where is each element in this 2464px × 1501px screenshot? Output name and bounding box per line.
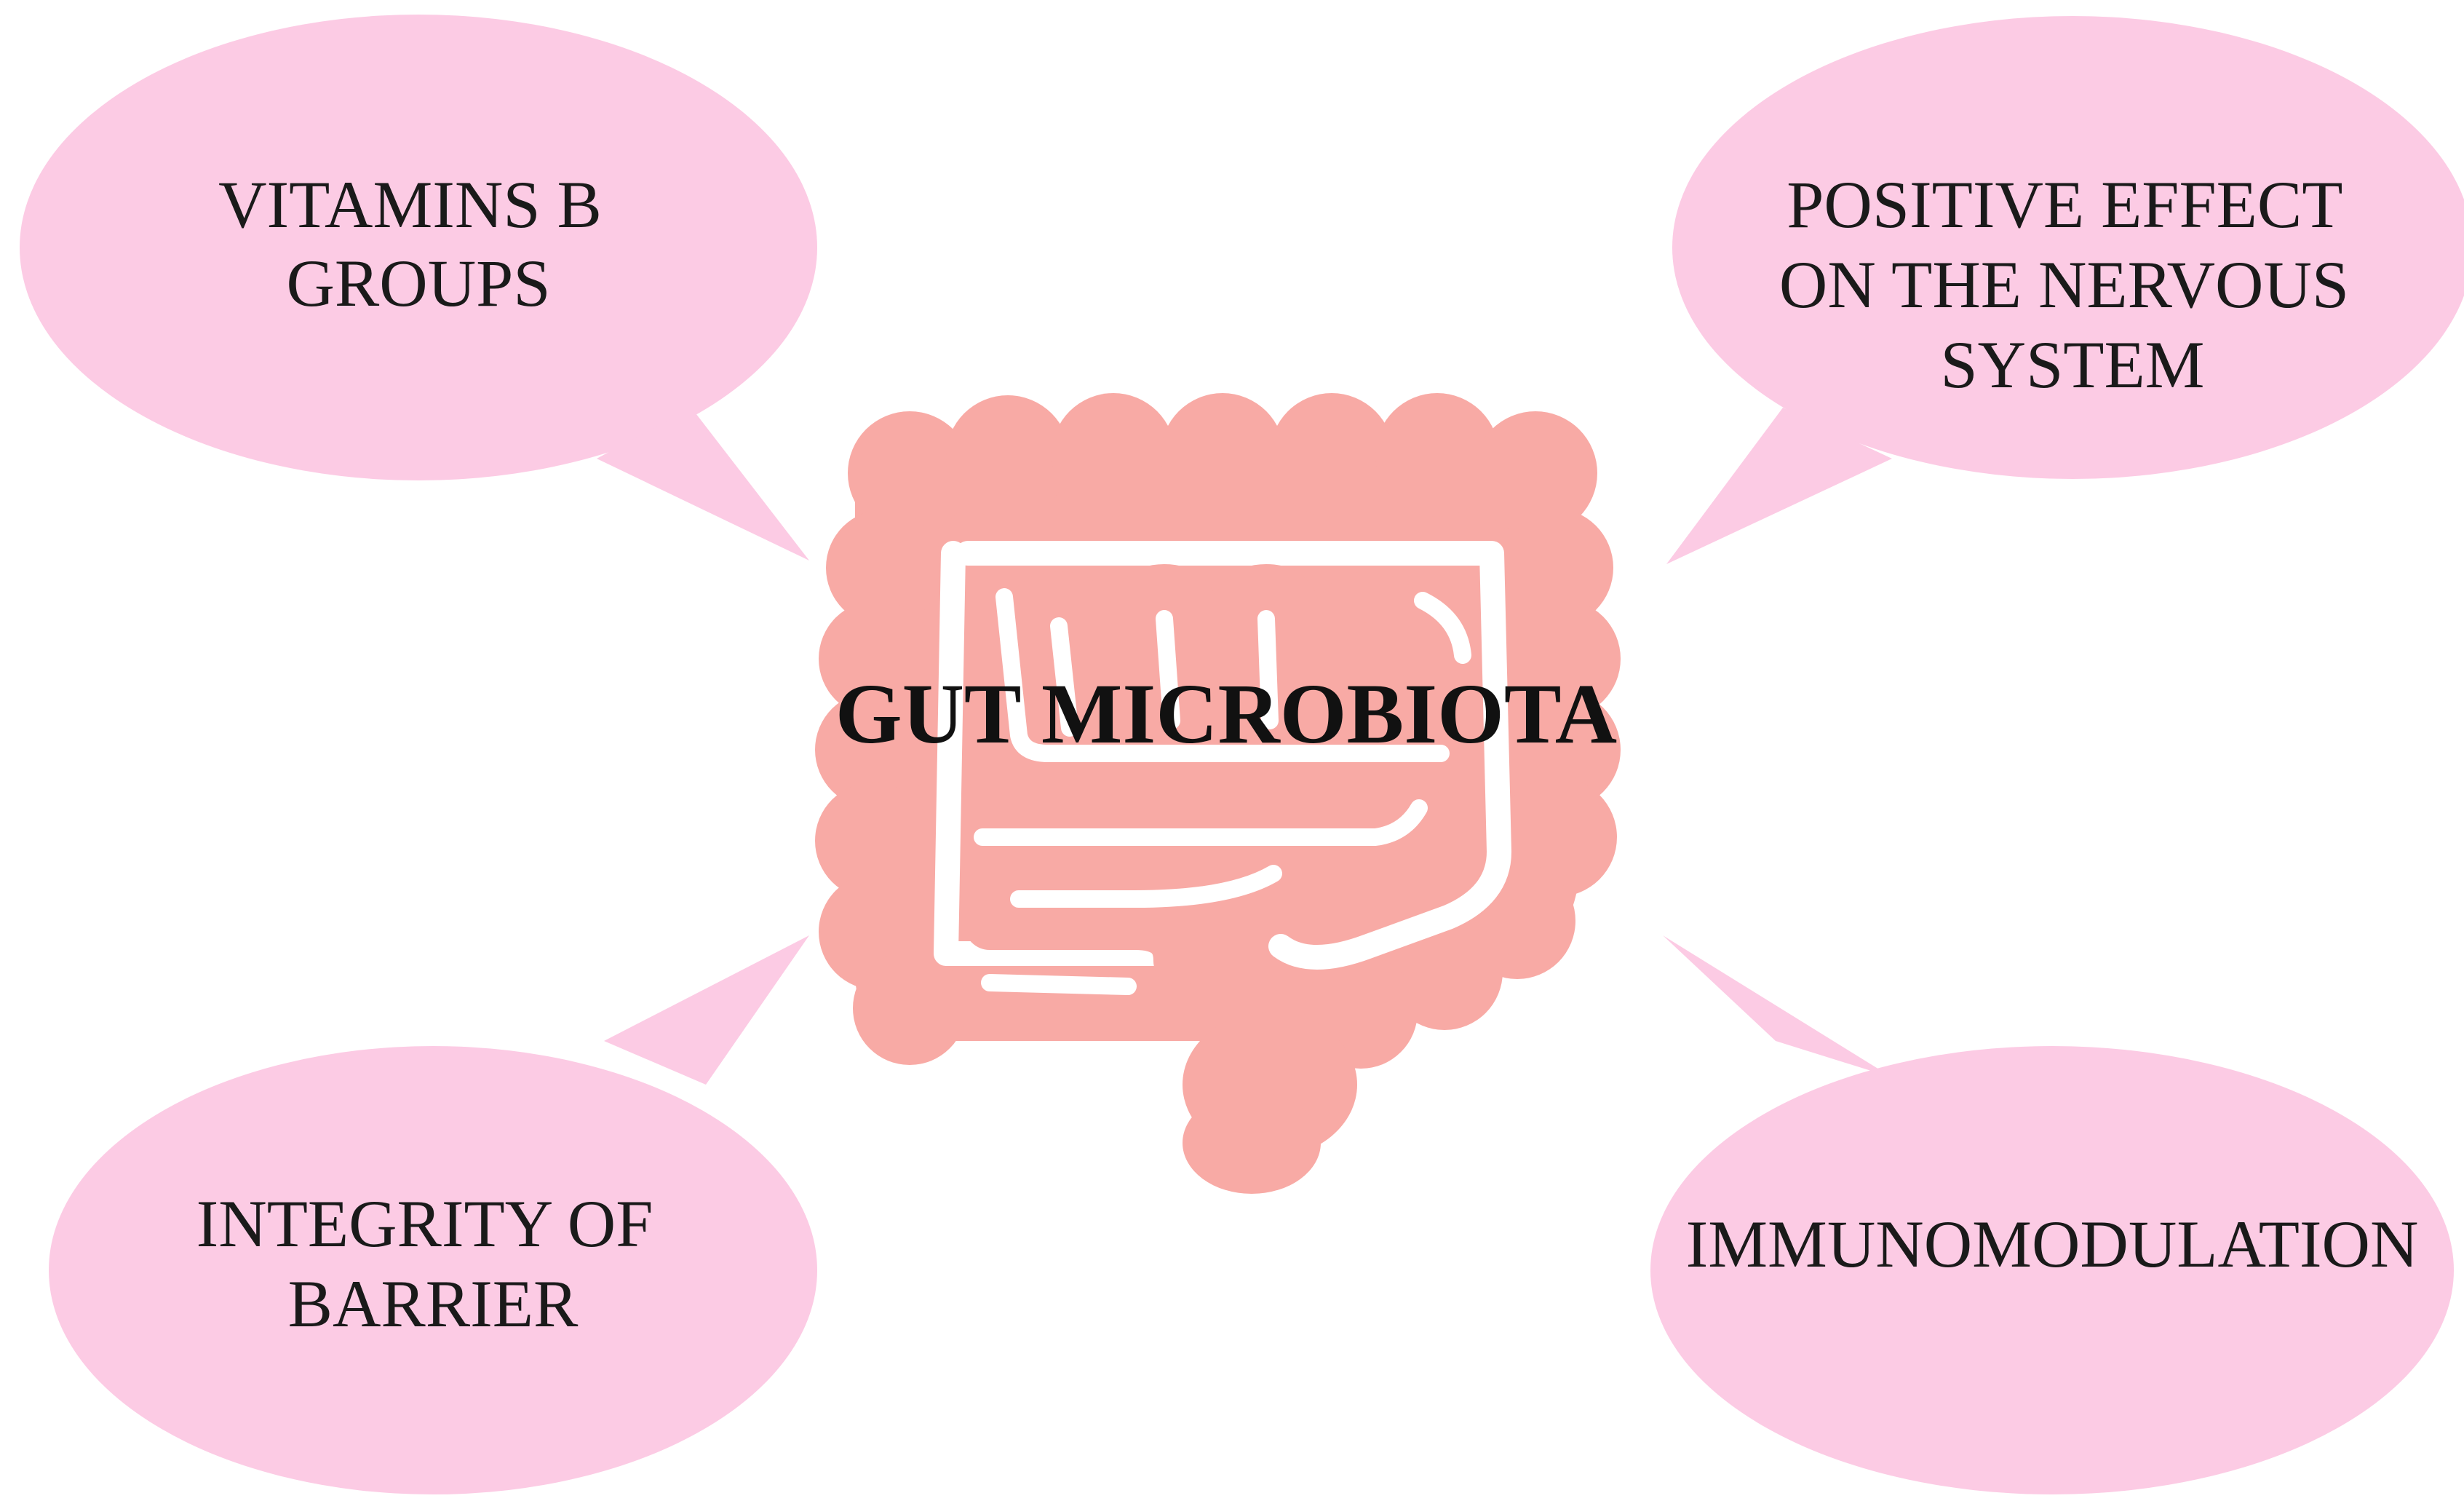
bubble-barrier-line-1: INTEGRITY OF bbox=[196, 1187, 653, 1261]
bubble-barrier-line-2: BARRIER bbox=[288, 1267, 579, 1341]
bubble-immunomodulation-line-1: IMMUNOMODULATION bbox=[1686, 1207, 2419, 1281]
bubble-nervous-system-tail bbox=[1666, 408, 1892, 564]
svg-text:IMMUNOMODULATION: IMMUNOMODULATION bbox=[1686, 1207, 2419, 1281]
bubble-barrier: INTEGRITY OF BARRIER bbox=[49, 935, 817, 1494]
bubble-immunomodulation-body bbox=[1650, 1046, 2454, 1494]
bubble-barrier-body bbox=[49, 1046, 817, 1494]
bubble-vitamins-line-2: GROUPS bbox=[286, 246, 550, 320]
bubble-nervous-system: POSITIVE EFFECT ON THE NERVOUS SYSTEM bbox=[1666, 16, 2464, 564]
bubble-vitamins-tail bbox=[597, 408, 809, 561]
small-intestine-folds bbox=[974, 588, 1471, 995]
bubble-barrier-tail bbox=[604, 935, 809, 1085]
center-label: GUT MICROBIOTA bbox=[835, 666, 1617, 761]
svg-text:INTEGRITY OF BARRIER: INTEGRITY OF BARRIER bbox=[196, 1187, 670, 1341]
bubble-nervous-system-line-1: POSITIVE EFFECT bbox=[1787, 167, 2342, 242]
bubble-immunomodulation: IMMUNOMODULATION bbox=[1650, 935, 2454, 1494]
bubble-vitamins: VITAMINS B GROUPS bbox=[20, 15, 817, 561]
intestine-icon bbox=[815, 393, 1621, 1194]
bubble-vitamins-line-1: VITAMINS B bbox=[218, 167, 602, 242]
bubble-nervous-system-body bbox=[1672, 16, 2464, 479]
bubble-vitamins-body bbox=[20, 15, 817, 480]
svg-text:VITAMINS B GROUPS: VITAMINS B GROUPS bbox=[218, 167, 619, 320]
bubble-nervous-system-line-3: SYSTEM bbox=[1941, 328, 2205, 402]
bubble-nervous-system-line-2: ON THE NERVOUS bbox=[1779, 247, 2349, 322]
bubble-immunomodulation-tail bbox=[1663, 935, 1892, 1077]
intestine-inner-gap bbox=[934, 541, 1511, 970]
svg-text:POSITIVE EFFECT ON THE N: POSITIVE EFFECT ON THE NERVOUS SYSTEM bbox=[1779, 167, 2366, 402]
